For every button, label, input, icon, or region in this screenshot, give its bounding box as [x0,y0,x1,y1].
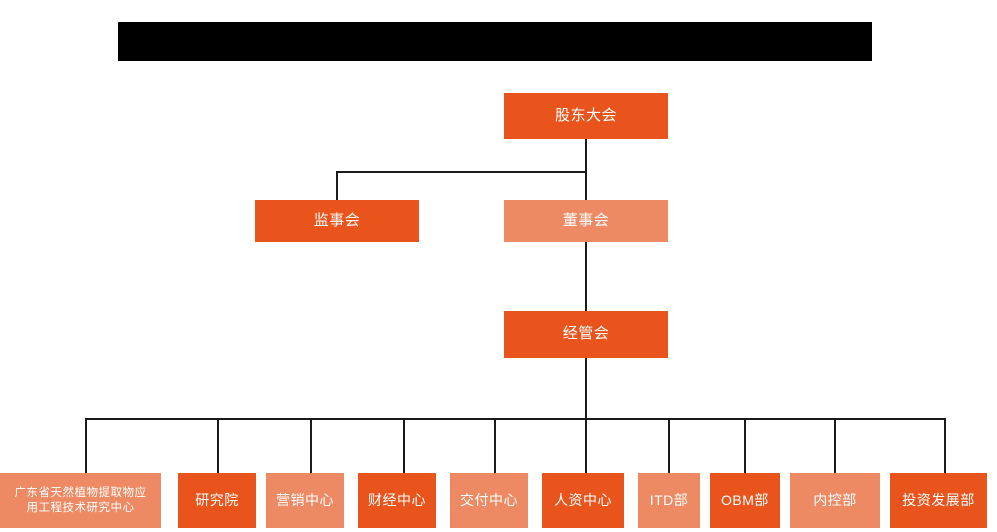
connector-directors-management [585,241,587,311]
connector-drop-dept-9 [834,418,836,473]
title-bar-redacted [118,22,872,61]
node-dept-investment-development[interactable]: 投资发展部 [890,473,987,528]
dept-label-line-1: 广东省天然植物提取物应 [14,487,147,500]
node-shareholders-meeting[interactable]: 股东大会 [504,93,668,139]
connector-drop-dept-6 [585,418,587,473]
connector-management-down [585,358,587,419]
node-dept-guangdong-research-center[interactable]: 广东省天然植物提取物应 用工程技术研究中心 [0,473,161,528]
node-dept-delivery-center[interactable]: 交付中心 [450,473,528,528]
connector-drop-dept-1 [85,418,87,473]
connector-drop-dept-3 [310,418,312,473]
connector-drop-dept-2 [217,418,219,473]
connector-drop-dept-5 [494,418,496,473]
node-dept-itd[interactable]: ITD部 [638,473,700,528]
connector-shareholders-down [585,139,587,172]
node-dept-marketing-center[interactable]: 营销中心 [266,473,344,528]
connector-down-supervisors [336,171,338,200]
connector-drop-dept-7 [668,418,670,473]
node-dept-research-institute[interactable]: 研究院 [178,473,256,528]
dept-label-line-2: 用工程技术研究中心 [26,501,135,514]
node-dept-hr-center[interactable]: 人资中心 [542,473,624,528]
connector-drop-dept-8 [744,418,746,473]
node-dept-obm[interactable]: OBM部 [710,473,780,528]
node-board-of-directors[interactable]: 董事会 [504,200,668,242]
connector-department-bar [85,418,945,420]
connector-down-directors [585,171,587,200]
node-dept-internal-control[interactable]: 内控部 [790,473,880,528]
connector-drop-dept-10 [944,418,946,473]
node-management-committee[interactable]: 经管会 [504,311,668,358]
node-dept-finance-center[interactable]: 财经中心 [358,473,436,528]
node-board-of-supervisors[interactable]: 监事会 [255,200,419,242]
connector-level1-branch-bar [336,171,586,173]
connector-drop-dept-4 [403,418,405,473]
